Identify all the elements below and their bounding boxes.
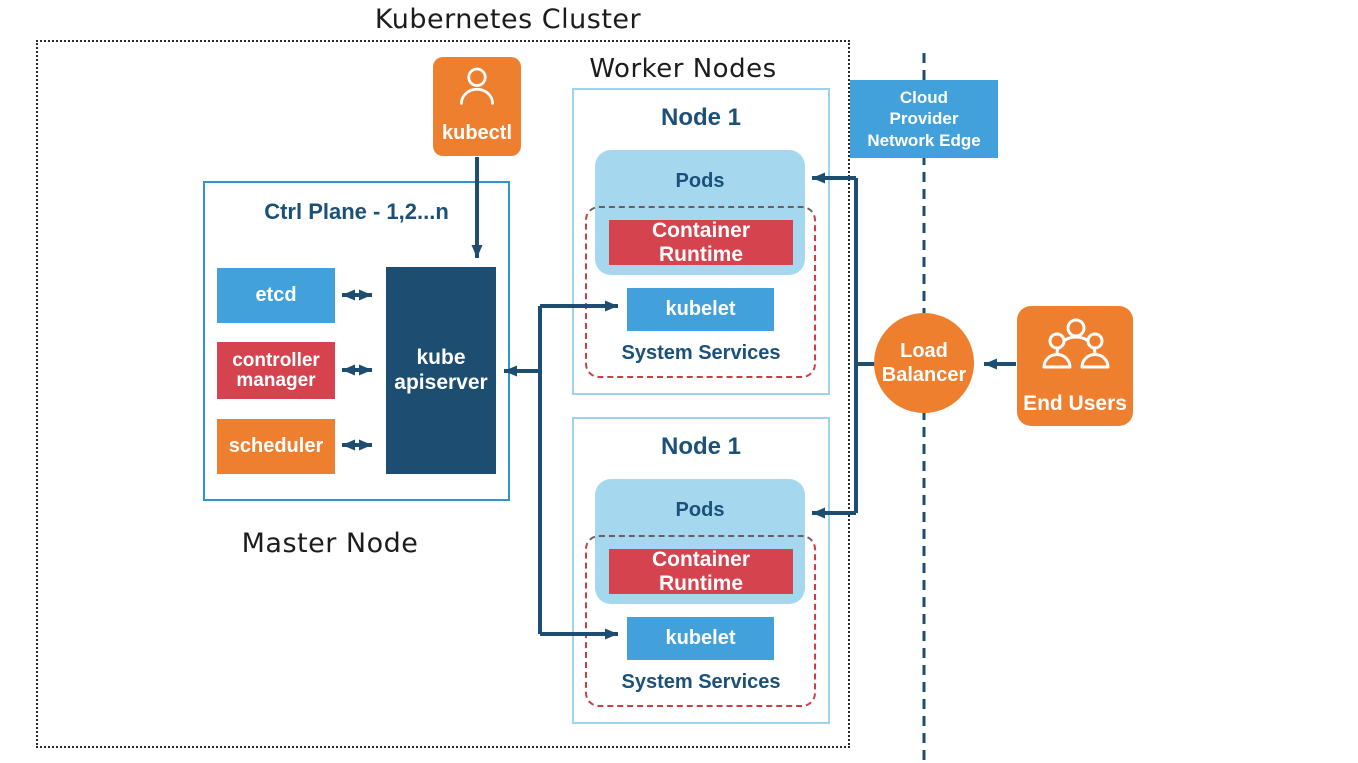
kubelet-box: kubelet — [627, 288, 774, 331]
etcd-box: etcd — [217, 268, 335, 323]
system-services-label: System Services — [621, 671, 781, 693]
system-services-dashed-boundary — [585, 535, 816, 707]
node-title: Node 1 — [660, 433, 741, 460]
master-node-box: Ctrl Plane - 1,2...n etcd controller man… — [203, 181, 510, 501]
pods-label: Pods — [675, 170, 725, 192]
cluster-boundary — [36, 40, 850, 748]
system-services-dashed-boundary — [585, 206, 816, 378]
worker-nodes-label: Worker Nodes — [589, 54, 777, 84]
controller-manager-box: controller manager — [217, 342, 335, 399]
kubectl-box: kubectl — [433, 57, 521, 156]
end-users-label: End Users — [1023, 392, 1127, 415]
worker-node-1-box: Node 1 Pods Container Runtime kubelet Sy… — [572, 88, 830, 395]
system-services-label: System Services — [621, 342, 781, 364]
end-users-box: End Users — [1017, 306, 1133, 426]
kubectl-label: kubectl — [441, 122, 513, 144]
users-group-icon — [1042, 318, 1110, 369]
cloud-provider-network-edge-box: Cloud Provider Network Edge — [850, 80, 998, 158]
user-icon — [460, 67, 494, 105]
container-runtime-box: Container Runtime — [609, 219, 793, 266]
node-title: Node 1 — [660, 104, 741, 131]
worker-node-2-box: Node 1 Pods Container Runtime kubelet Sy… — [572, 417, 830, 724]
container-runtime-box: Container Runtime — [609, 548, 793, 595]
scheduler-box: scheduler — [217, 419, 335, 474]
load-balancer-circle: Load Balancer — [874, 313, 974, 413]
master-node-label: Master Node — [241, 528, 419, 559]
kube-apiserver-box: kube apiserver — [386, 267, 496, 474]
pods-label: Pods — [675, 499, 725, 521]
control-plane-title: Ctrl Plane - 1,2...n — [264, 199, 449, 224]
kubelet-box: kubelet — [627, 617, 774, 660]
diagram-title: Kubernetes Cluster — [374, 4, 642, 35]
